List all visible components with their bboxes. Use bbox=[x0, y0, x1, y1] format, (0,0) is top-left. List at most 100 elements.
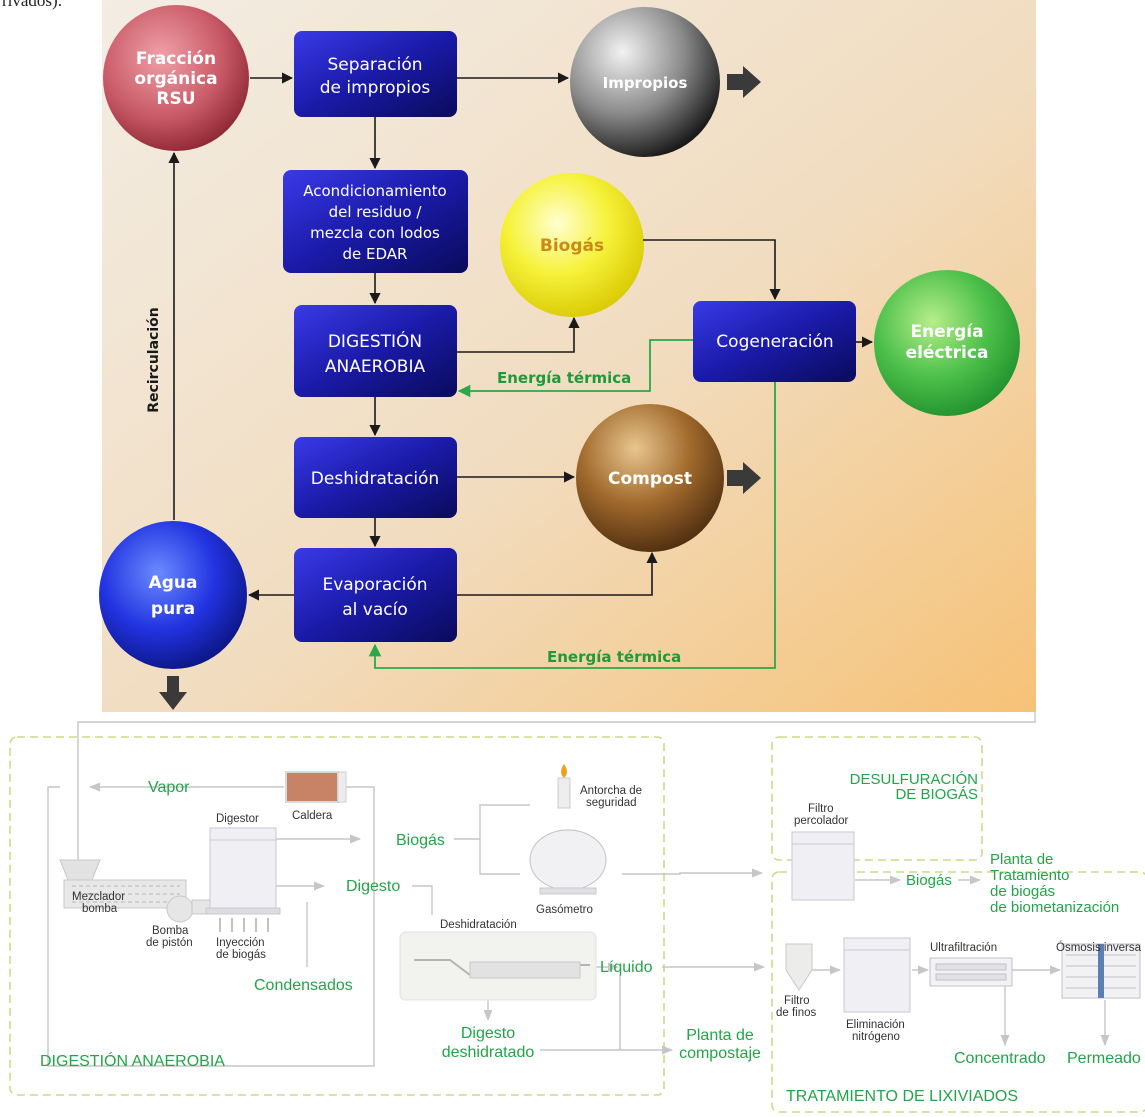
fraccion-line-1: Fracción bbox=[136, 49, 216, 69]
digesto-label: Digesto bbox=[346, 878, 400, 895]
impropios-circle bbox=[570, 7, 720, 157]
fraccion-organica-circle bbox=[103, 5, 249, 151]
energia-termica-2: Energía térmica bbox=[547, 648, 681, 666]
compost-label: Compost bbox=[608, 469, 692, 489]
concentrado-label: Concentrado bbox=[954, 1050, 1046, 1067]
mezclador-line-2: bomba bbox=[82, 903, 118, 915]
antorcha-line-1: Antorcha de bbox=[580, 785, 642, 797]
osmosis-label: Ósmosis inversa bbox=[1056, 941, 1142, 954]
biogas-label: Biogás bbox=[540, 236, 604, 256]
bomba-line-2: de pistón bbox=[146, 937, 193, 949]
agua-line-2: pura bbox=[151, 599, 195, 619]
filtro-finos-icon bbox=[785, 943, 813, 991]
digestion-box bbox=[294, 305, 457, 397]
cogeneracion-label: Cogeneración bbox=[716, 332, 833, 352]
deshidratacion-label: Deshidratación bbox=[311, 469, 439, 489]
planta-tratamiento-line-1: Planta de bbox=[990, 851, 1053, 868]
energia-electrica-line-2: eléctrica bbox=[906, 343, 989, 363]
digesto-deshidratado-line-2: deshidratado bbox=[442, 1044, 535, 1061]
antorcha-line-2: seguridad bbox=[586, 797, 637, 809]
acondicionamiento-box bbox=[283, 170, 468, 273]
agua-out-arrow bbox=[159, 676, 187, 710]
deshidratacion-box bbox=[294, 437, 457, 518]
antorcha-icon bbox=[557, 764, 571, 809]
fraccion-line-3: RSU bbox=[156, 89, 195, 109]
ultrafiltracion-label: Ultrafiltración bbox=[930, 942, 997, 954]
osmosis-icon bbox=[1061, 943, 1141, 999]
planta-tratamiento-line-2: Tratamiento bbox=[990, 867, 1069, 884]
compost-out-arrow bbox=[727, 462, 761, 494]
liquido-label: Líquido bbox=[600, 959, 653, 976]
cogeneracion-box bbox=[693, 301, 856, 382]
energia-electrica-circle bbox=[874, 270, 1020, 416]
inyeccion-line-2: de biogás bbox=[216, 949, 266, 961]
energia-electrica-line-1: Energía bbox=[910, 322, 983, 342]
biogas-label-plant: Biogás bbox=[396, 832, 445, 849]
acond-line-3: mezcla con lodos bbox=[310, 224, 440, 242]
inyeccion-line-1: Inyección bbox=[216, 937, 265, 949]
filtro-percolador-line-2: percolador bbox=[794, 815, 849, 827]
lixiviados-title: TRATAMIENTO DE LIXIVIADOS bbox=[786, 1088, 1018, 1105]
impropios-label: Impropios bbox=[603, 74, 688, 92]
filtro-percolador-line-1: Filtro bbox=[808, 803, 834, 815]
digestor-label: Digestor bbox=[216, 813, 259, 825]
recirculacion-label: Recirculación bbox=[146, 307, 162, 412]
desulfuracion-section bbox=[771, 736, 983, 861]
biogas2-label: Biogás bbox=[906, 872, 952, 889]
deshidratacion-icon bbox=[399, 931, 597, 1001]
evaporacion-line-2: al vacío bbox=[342, 600, 408, 620]
vapor-label: Vapor bbox=[148, 779, 190, 796]
planta-tratamiento-line-4: de biometanización bbox=[990, 899, 1119, 916]
gasometro-icon bbox=[529, 829, 607, 895]
caldera-label: Caldera bbox=[292, 810, 333, 822]
eliminacion-icon bbox=[843, 937, 911, 1013]
acond-line-1: Acondicionamiento bbox=[303, 182, 446, 200]
planta-compostaje-line-1: Planta de bbox=[686, 1027, 754, 1044]
evaporacion-box bbox=[294, 548, 457, 642]
agua-line-1: Agua bbox=[149, 573, 198, 593]
eliminacion-line-1: Eliminación bbox=[846, 1019, 905, 1031]
deshidratacion-label-plant: Deshidratación bbox=[440, 919, 517, 931]
energia-termica-1: Energía térmica bbox=[497, 369, 631, 387]
acond-line-2: del residuo / bbox=[329, 203, 423, 221]
eliminacion-line-2: nitrógeno bbox=[852, 1031, 900, 1043]
mezclador-line-1: Mezclador bbox=[72, 891, 125, 903]
planta-tratamiento-line-3: de biogás bbox=[990, 883, 1055, 900]
digestion-line-2: ANAEROBIA bbox=[325, 357, 426, 377]
separacion-line-2: de impropios bbox=[320, 78, 431, 98]
bomba-line-1: Bomba bbox=[152, 925, 189, 937]
digestion-anaerobia-title: DIGESTIÓN ANAEROBIA bbox=[40, 1051, 225, 1070]
bomba-piston-icon bbox=[166, 895, 211, 923]
flow-arrows bbox=[168, 72, 874, 601]
acond-line-4: de EDAR bbox=[343, 245, 408, 263]
permeado-label: Permeado bbox=[1067, 1050, 1141, 1067]
digesto-deshidratado-line-1: Digesto bbox=[461, 1025, 515, 1042]
filtro-percolador-icon bbox=[791, 831, 855, 901]
compost-circle bbox=[576, 404, 724, 552]
condensados-label: Condensados bbox=[254, 977, 353, 994]
plant-lines bbox=[47, 712, 1110, 1067]
evaporacion-line-1: Evaporación bbox=[322, 575, 427, 595]
caldera-icon bbox=[285, 771, 347, 803]
header-fragment: rivados). bbox=[2, 0, 62, 10]
separacion-box bbox=[294, 31, 457, 117]
desulfuracion-line-2: DE BIOGÁS bbox=[895, 786, 978, 803]
lixiviados-section bbox=[771, 871, 1145, 1113]
energy-arrows bbox=[368, 339, 776, 669]
ultrafiltracion-icon bbox=[929, 957, 1013, 987]
filtro-finos-line-1: Filtro bbox=[784, 995, 810, 1007]
filtro-finos-line-2: de finos bbox=[776, 1007, 817, 1019]
planta-compostaje-line-2: compostaje bbox=[679, 1045, 761, 1062]
biogas-circle bbox=[500, 173, 644, 317]
mezclador-icon bbox=[59, 859, 187, 909]
digestion-line-1: DIGESTIÓN bbox=[328, 330, 422, 352]
desulfuracion-line-1: DESULFURACIÓN bbox=[850, 771, 978, 788]
fraccion-line-2: orgánica bbox=[134, 69, 217, 89]
digestor-icon bbox=[205, 827, 281, 932]
gasometro-label: Gasómetro bbox=[536, 904, 593, 916]
separacion-line-1: Separación bbox=[327, 55, 422, 75]
impropios-out-arrow bbox=[727, 66, 761, 98]
digestion-section bbox=[9, 736, 665, 1096]
agua-pura-circle bbox=[99, 521, 247, 669]
